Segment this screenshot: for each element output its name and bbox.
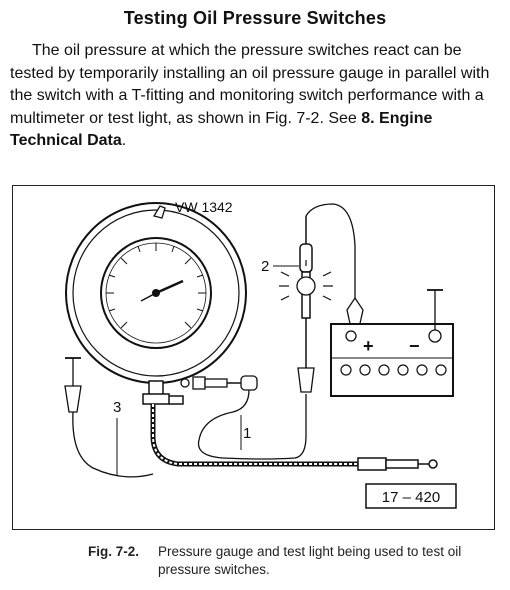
figure-caption-label: Fig. 7-2. bbox=[88, 544, 140, 559]
test-light-bulb bbox=[296, 276, 316, 296]
probe-to-battery-wire bbox=[305, 203, 356, 326]
test-light-handle bbox=[299, 243, 313, 273]
hose-adapter bbox=[385, 459, 419, 469]
battery-plus-sign: + bbox=[363, 336, 374, 356]
gauge-test-diagram: VW 1342 1 bbox=[64, 199, 457, 509]
battery-positive-terminal bbox=[345, 330, 357, 342]
gauge-reset-knob bbox=[152, 205, 166, 219]
callout-3: 3 bbox=[113, 399, 121, 416]
figure-caption: Fig. 7-2. Pressure gauge and test light b… bbox=[88, 543, 508, 579]
figure-id: 17 – 420 bbox=[382, 489, 440, 506]
gauge-bezel-inner-ring bbox=[72, 209, 240, 377]
t-fitting-branch bbox=[169, 395, 184, 405]
paragraph-text: The oil pressure at which the pressure s… bbox=[10, 42, 490, 127]
gauge-fitting-nut bbox=[142, 393, 170, 405]
section-title: Testing Oil Pressure Switches bbox=[123, 8, 387, 28]
ground-lead-clip-left bbox=[64, 385, 82, 413]
hose-end-port bbox=[428, 459, 438, 469]
callout-1: 1 bbox=[243, 425, 251, 442]
braided-hose-outer bbox=[150, 404, 358, 467]
t-fitting-port bbox=[180, 378, 190, 388]
test-lead-alligator-clip bbox=[297, 367, 315, 393]
battery-minus-sign: − bbox=[409, 336, 420, 356]
callout-2: 2 bbox=[261, 258, 269, 275]
battery-negative-terminal bbox=[428, 329, 442, 343]
gauge-dial-ticks bbox=[106, 243, 206, 329]
gauge-needle-pivot bbox=[152, 289, 160, 297]
paragraph-end: . bbox=[121, 132, 127, 149]
figure-illustration: VW 1342 1 bbox=[12, 185, 495, 530]
braided-hose-pattern bbox=[152, 404, 358, 465]
switch-connector bbox=[240, 375, 258, 391]
gauge-label: VW 1342 bbox=[175, 199, 233, 215]
battery-cell-caps bbox=[340, 364, 447, 376]
oil-pressure-switch-body bbox=[192, 376, 206, 390]
figure-id-box bbox=[365, 483, 457, 509]
gauge-needle bbox=[155, 279, 184, 295]
body-paragraph: The oil pressure at which the pressure s… bbox=[10, 40, 502, 153]
test-light-glow bbox=[279, 260, 333, 301]
wire-3 bbox=[72, 411, 154, 478]
wire-1 bbox=[197, 389, 307, 460]
oil-pressure-switch-thread bbox=[204, 378, 228, 388]
hose-end-fitting bbox=[357, 457, 387, 471]
figure-caption-text-line1: Pressure gauge and test light being used… bbox=[158, 544, 462, 559]
engine-technical-data-reference: 8. Engine Technical Data bbox=[10, 109, 433, 150]
figure-caption-text-line2: pressure switches. bbox=[158, 562, 270, 577]
